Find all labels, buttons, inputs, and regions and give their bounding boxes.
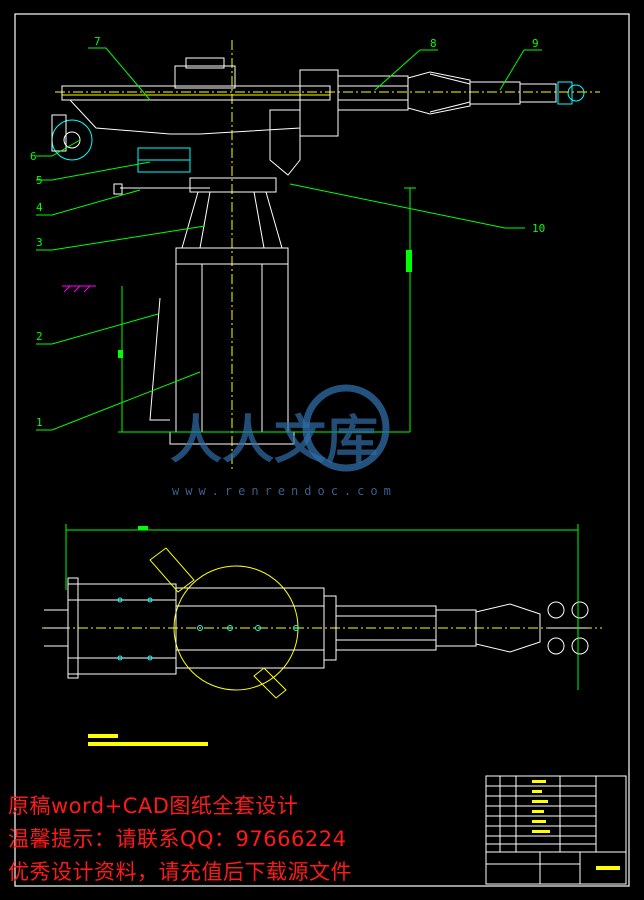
callout-9: 9 [532, 37, 539, 50]
callout-4: 4 [36, 201, 43, 214]
front-dimensions [118, 187, 416, 433]
callout-10: 10 [532, 222, 545, 235]
drawing-frame [14, 13, 630, 887]
callout-6: 6 [30, 150, 37, 163]
technical-notes [88, 734, 208, 746]
callout-labels: 1 2 3 4 5 6 7 8 9 10 [30, 35, 545, 429]
left-sprocket [51, 119, 93, 161]
watermark-url: www.renrendoc.com [172, 484, 397, 498]
watermark-brand: 人人文库 [170, 410, 378, 471]
callout-3: 3 [36, 236, 43, 249]
callout-1: 1 [36, 416, 43, 429]
promo-line-3: 优秀设计资料，请充值后下载源文件 [8, 860, 352, 884]
top-taper [475, 603, 541, 653]
promo-line-2: 温馨提示：请联系QQ：97666224 [8, 827, 347, 851]
callout-8: 8 [430, 37, 437, 50]
title-block-marks [532, 780, 620, 870]
top-view [42, 547, 602, 699]
telescope-taper [407, 71, 471, 115]
callout-leaders [36, 47, 542, 431]
gripper-jaw [557, 81, 573, 105]
front-view [51, 40, 600, 470]
gripper-body [519, 83, 557, 103]
callout-2: 2 [36, 330, 43, 343]
promo-line-1: 原稿word+CAD图纸全套设计 [8, 794, 299, 818]
top-housing-cap [185, 57, 225, 69]
telescope-arm-1 [337, 75, 409, 111]
title-block [485, 775, 627, 885]
arm-lower-body [68, 99, 301, 135]
drive-motor [149, 547, 195, 593]
top-gripper-1 [547, 601, 565, 619]
arm-right-block [299, 69, 339, 137]
telescope-arm-2 [469, 81, 521, 105]
top-housing [174, 65, 236, 89]
callout-5: 5 [36, 174, 43, 187]
left-rail-frame [67, 583, 177, 675]
support-rib [149, 297, 170, 421]
top-dimensions [65, 524, 579, 690]
callout-7: 7 [94, 35, 101, 48]
watermark-logo [302, 384, 390, 472]
slewing-ring [189, 177, 277, 193]
